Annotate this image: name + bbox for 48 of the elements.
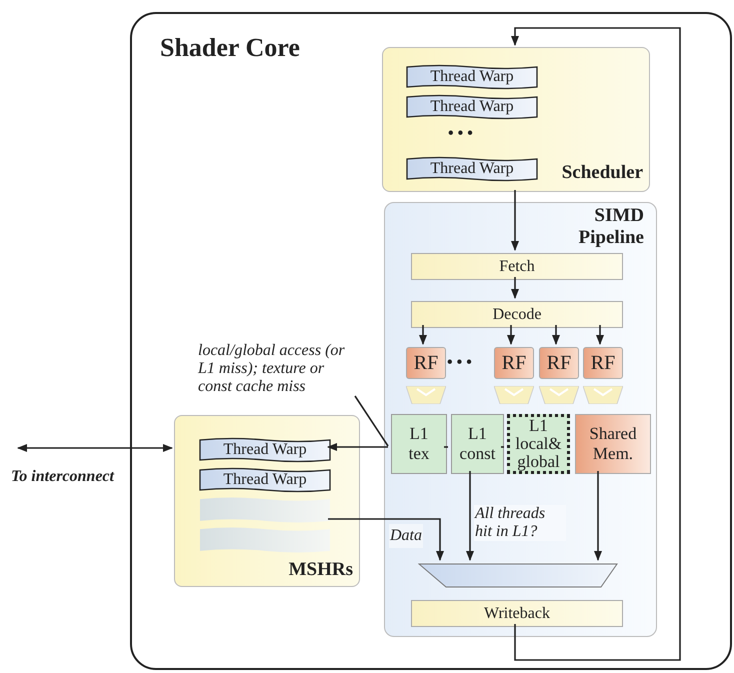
panel-title: SIMD Pipeline <box>578 205 644 249</box>
register-file: RF <box>406 347 446 379</box>
mshr-panel <box>174 415 360 587</box>
empty-warp-slot <box>199 527 331 553</box>
arrow <box>594 471 602 561</box>
register-file: RF <box>539 347 579 379</box>
operand-collector <box>583 386 623 404</box>
panel-title: MSHRs <box>288 558 353 582</box>
register-file: RF <box>494 347 534 379</box>
thread-warp: Thread Warp <box>406 95 538 119</box>
arrow <box>327 443 388 451</box>
annotation-text: local/global access (or L1 miss); texture or const cache miss <box>198 340 358 398</box>
operand-collector <box>539 386 579 404</box>
panel-title: Shader Core <box>160 32 300 64</box>
simd-pipeline-panel <box>384 202 657 637</box>
edge-label: Data <box>389 524 423 548</box>
arrow <box>507 325 515 345</box>
multiplexer <box>418 563 618 588</box>
scheduler-panel <box>382 47 650 192</box>
empty-warp-slot <box>199 497 331 523</box>
arrow <box>552 325 560 345</box>
pipeline-stage: Decode <box>411 301 623 328</box>
pipeline-stage: Writeback <box>411 600 623 627</box>
l1-cache: L1 local& global <box>507 414 570 474</box>
ellipsis-dots: • • • <box>447 353 472 373</box>
ellipsis-dots: • • • <box>448 124 473 144</box>
pipeline-stage: Fetch <box>411 253 623 280</box>
arrow <box>419 325 427 345</box>
arrow <box>328 518 444 561</box>
arrow <box>596 325 604 345</box>
arrow <box>511 190 519 251</box>
arrow <box>17 444 173 452</box>
l1-cache: L1 tex <box>391 414 447 474</box>
thread-warp: Thread Warp <box>199 468 331 492</box>
panel-title: Scheduler <box>562 160 643 184</box>
operand-collector <box>494 386 534 404</box>
l1-cache: L1 const <box>451 414 504 474</box>
arrow <box>511 27 681 661</box>
shared-memory: Shared Mem. <box>575 414 651 474</box>
register-file: RF <box>583 347 623 379</box>
thread-warp: Thread Warp <box>406 157 538 181</box>
operand-collector <box>406 386 446 404</box>
arrow <box>466 471 474 561</box>
thread-warp: Thread Warp <box>199 438 331 462</box>
thread-warp: Thread Warp <box>406 65 538 89</box>
arrow <box>511 277 519 299</box>
edge-label: All threads hit in L1? <box>474 505 566 541</box>
shader-core-panel <box>130 12 732 670</box>
